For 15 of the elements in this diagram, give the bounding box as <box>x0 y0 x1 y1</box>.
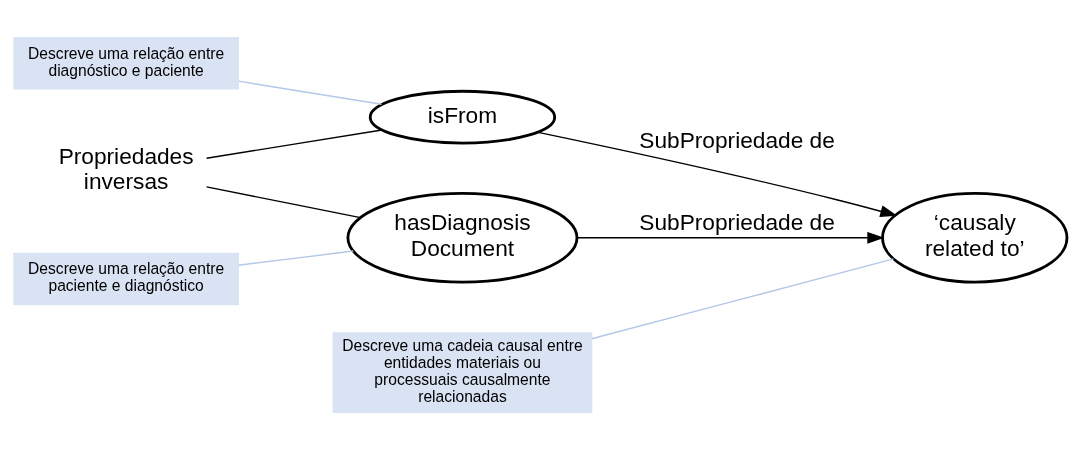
connector <box>205 185 362 218</box>
node-box: Descreve uma cadeia causal entre entidades materiais ou processuais causalmente relacionadas <box>332 331 593 413</box>
connector <box>205 128 383 159</box>
node-text: Propriedades inversas <box>58 142 194 194</box>
node-box: Descreve uma relação entre diagnóstico e paciente <box>13 36 239 89</box>
node-ellipse: hasDiagnosis Document <box>346 191 579 283</box>
edge-label: SubPropriedade de <box>639 208 835 235</box>
connector <box>591 257 895 339</box>
arrow <box>576 231 885 244</box>
node-box: Descreve uma relação entre paciente e diagnóstico <box>13 252 239 305</box>
connector <box>237 249 354 266</box>
arrow <box>537 131 898 217</box>
edge-label: SubPropriedade de <box>639 126 835 153</box>
node-ellipse: isFrom <box>368 89 557 144</box>
connector <box>237 79 383 105</box>
